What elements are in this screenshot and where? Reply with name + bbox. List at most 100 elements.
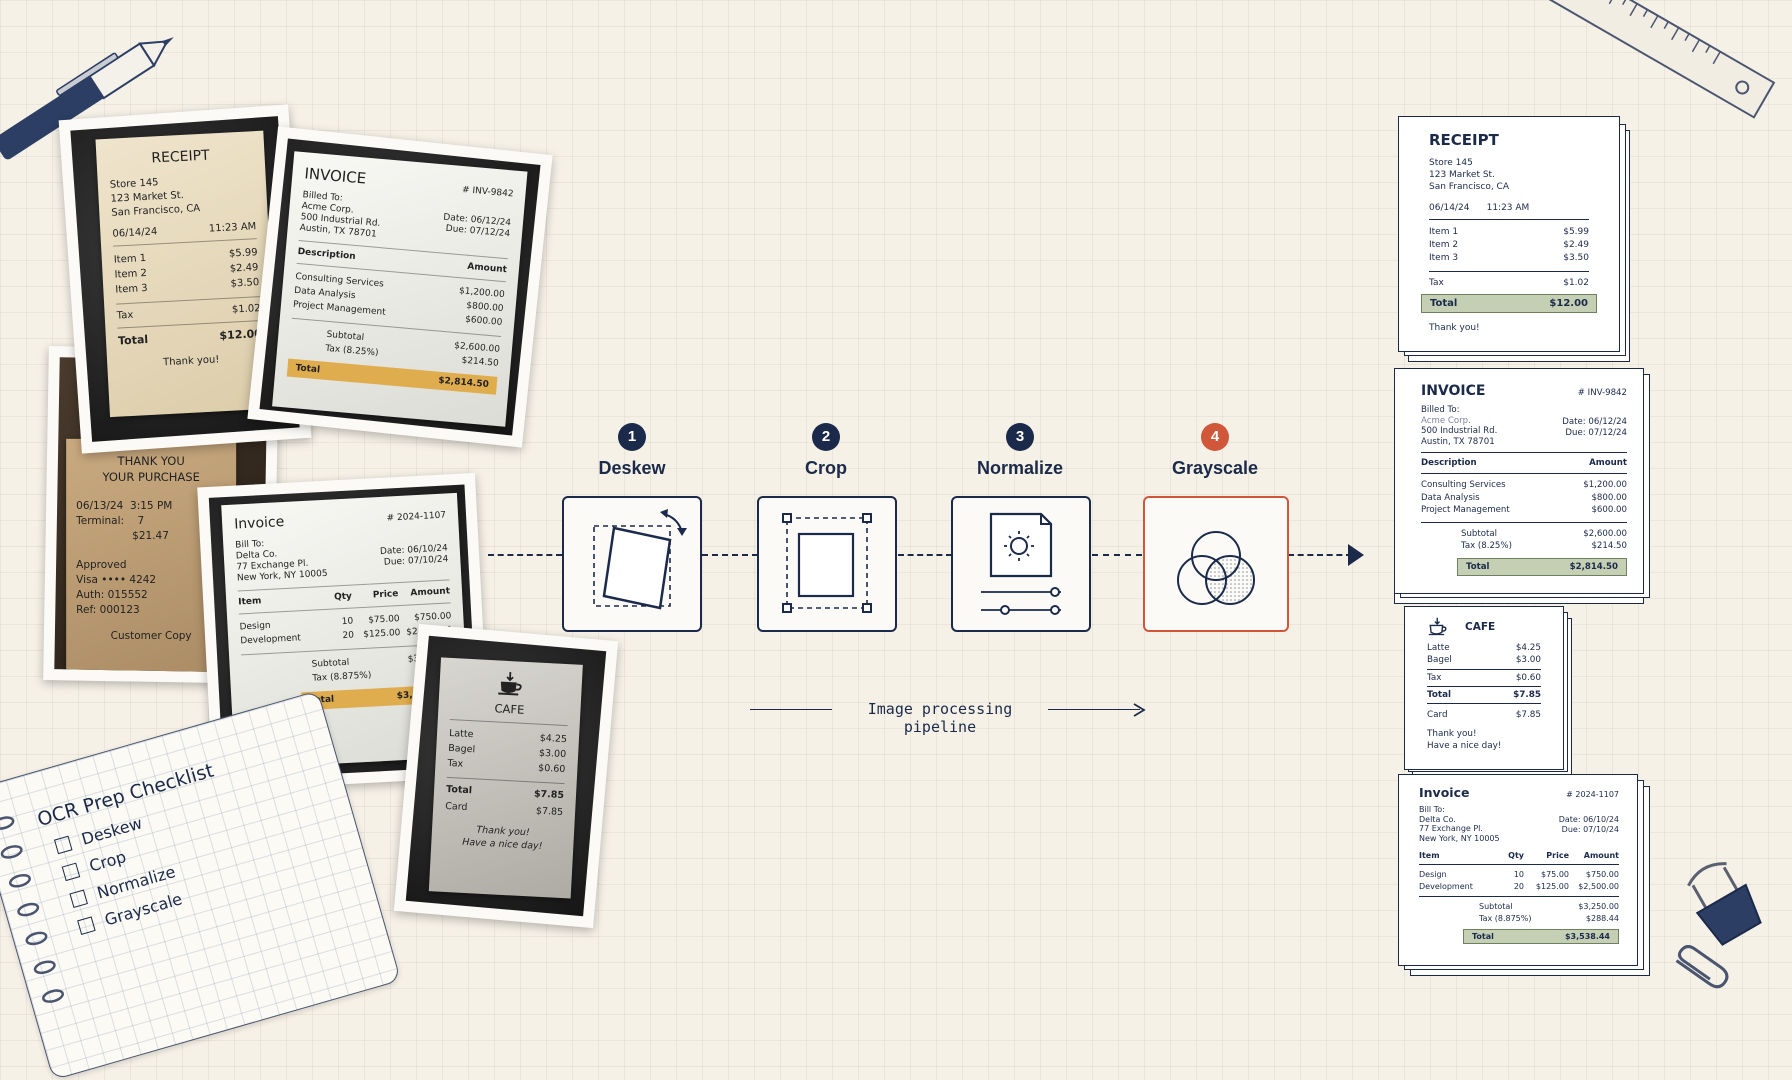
receipt-item-name: Item 3 bbox=[115, 282, 148, 296]
caption-text: Image processing pipeline bbox=[867, 700, 1013, 736]
crop-box[interactable] bbox=[757, 496, 897, 632]
clean-receipt-address1: 123 Market St. bbox=[1429, 170, 1495, 180]
clean-invoice2-line-item: Development bbox=[1419, 881, 1473, 891]
clean-invoice2-tax-label: Tax (8.875%) bbox=[1479, 913, 1532, 923]
clean-receipt-total-label: Total bbox=[1430, 298, 1458, 309]
clean-invoice2-total-label: Total bbox=[1472, 932, 1494, 941]
clean-invoice1-subtotal-label: Subtotal bbox=[1461, 528, 1498, 539]
clean-receipt-total: $12.00 bbox=[1549, 298, 1588, 309]
clean-invoice-2: Invoice# 2024-1107 Bill To: Delta Co. 77… bbox=[1398, 774, 1638, 966]
pipeline-caption: Image processing pipeline bbox=[748, 700, 1148, 736]
clean-invoice1-tax-label: Tax (8.25%) bbox=[1461, 541, 1512, 551]
invoice1-paper: INVOICE# INV-9842 Billed To: Acme Corp. … bbox=[272, 151, 528, 427]
grayscale-box[interactable] bbox=[1143, 496, 1289, 632]
clean-cafe-item-name: Bagel bbox=[1427, 654, 1452, 665]
deskew-icon bbox=[593, 509, 687, 610]
clean-invoice1-title: INVOICE bbox=[1421, 383, 1486, 399]
cafe-total: $7.85 bbox=[533, 788, 565, 802]
invoice1-number: # INV-9842 bbox=[461, 185, 514, 200]
step-grayscale: 4 Grayscale bbox=[1155, 423, 1275, 479]
clean-receipt-title: RECEIPT bbox=[1429, 131, 1499, 149]
invoice1-total-label: Total bbox=[295, 363, 321, 376]
step-number: 3 bbox=[1006, 423, 1034, 451]
receipt-title: RECEIPT bbox=[150, 147, 211, 167]
invoice2-tax-label: Tax (8.875%) bbox=[312, 670, 372, 684]
clean-receipt-item-name: Item 3 bbox=[1429, 253, 1459, 263]
clean-receipt-item-price: $2.49 bbox=[1563, 240, 1589, 250]
cafe-item-price: $4.25 bbox=[539, 732, 568, 746]
invoice1-col-amount: Amount bbox=[466, 261, 508, 276]
cafe-total-label: Total bbox=[445, 783, 473, 797]
binder-clip-icon bbox=[1687, 862, 1762, 946]
clean-invoice2-bill-to: Bill To: bbox=[1419, 805, 1445, 814]
clean-invoice1-line-desc: Data Analysis bbox=[1421, 492, 1480, 503]
clean-invoice2-line-price: $125.00 bbox=[1535, 881, 1569, 891]
clean-invoice1-tax: $214.50 bbox=[1591, 541, 1627, 551]
clean-cafe-title: CAFE bbox=[1465, 621, 1496, 633]
clean-invoice1-col-amount: Amount bbox=[1589, 458, 1627, 468]
clean-invoice2-tax: $288.44 bbox=[1585, 913, 1619, 923]
clean-invoice2-col-qty: Qty bbox=[1508, 851, 1524, 860]
invoice2-line-item: Development bbox=[240, 633, 302, 647]
clean-invoice2-line-amount: $2,500.00 bbox=[1578, 881, 1619, 891]
clean-invoice1-col-desc: Description bbox=[1421, 458, 1477, 468]
cafe-item-price: $3.00 bbox=[538, 747, 567, 761]
clean-receipt-item-price: $5.99 bbox=[1563, 227, 1589, 237]
checkbox[interactable] bbox=[61, 862, 81, 882]
invoice2-col-item: Item bbox=[238, 596, 262, 608]
paperclip-icon bbox=[1675, 945, 1729, 989]
clean-cafe-total-label: Total bbox=[1427, 690, 1452, 700]
clean-invoice2-col-price: Price bbox=[1546, 851, 1569, 860]
step-number: 4 bbox=[1201, 423, 1229, 451]
connector-line bbox=[488, 554, 562, 556]
clean-invoice1-billed-to: Billed To: bbox=[1421, 405, 1460, 415]
checkbox[interactable] bbox=[69, 889, 88, 909]
clean-invoice1-address2: Austin, TX 78701 bbox=[1421, 436, 1495, 447]
checklist-item-label: Crop bbox=[87, 847, 129, 876]
receipt-footer: Thank you! bbox=[162, 354, 220, 369]
caption-line bbox=[1048, 709, 1140, 710]
receipt-tax: $1.02 bbox=[231, 303, 261, 316]
clean-invoice2-line-qty: 10 bbox=[1513, 870, 1524, 879]
clean-invoice2-due: Due: 07/10/24 bbox=[1561, 824, 1619, 834]
receipt-item-name: Item 1 bbox=[113, 252, 147, 266]
thankyou-time: 3:15 PM bbox=[130, 499, 173, 512]
step-normalize: 3 Normalize bbox=[960, 423, 1080, 479]
clean-invoice2-address2: New York, NY 10005 bbox=[1419, 833, 1500, 843]
spiral-binding-icon bbox=[0, 816, 64, 1003]
clean-invoice2-address1: 77 Exchange Pl. bbox=[1419, 824, 1483, 833]
clean-receipt-item-name: Item 1 bbox=[1429, 227, 1459, 237]
clean-invoice1-line-amount: $600.00 bbox=[1591, 505, 1627, 515]
normalize-box[interactable] bbox=[951, 496, 1091, 632]
clean-cafe-footer2: Have a nice day! bbox=[1427, 740, 1502, 751]
invoice1-tax: $214.50 bbox=[461, 355, 500, 369]
step-number: 2 bbox=[812, 423, 840, 451]
clean-invoice1-address1: 500 Industrial Rd. bbox=[1421, 426, 1498, 436]
caption-line bbox=[750, 709, 832, 710]
clean-invoice2-total: $3,538.44 bbox=[1564, 932, 1610, 941]
clean-cafe-total: $7.85 bbox=[1513, 690, 1541, 700]
cafe-item-price: $0.60 bbox=[537, 762, 566, 776]
invoice2-col-qty: Qty bbox=[333, 591, 353, 603]
cafe-item-name: Latte bbox=[448, 727, 474, 741]
clean-invoice-1: INVOICE# INV-9842 Billed To: Acme Corp. … bbox=[1394, 368, 1644, 594]
receipt-time: 11:23 AM bbox=[208, 221, 257, 235]
clean-invoice2-line-amount: $750.00 bbox=[1585, 870, 1619, 879]
clean-invoice2-col-amount: Amount bbox=[1583, 851, 1619, 860]
clean-invoice1-line-amount: $1,200.00 bbox=[1583, 480, 1627, 490]
clean-cafe-item-name: Tax bbox=[1427, 673, 1442, 683]
clean-invoice2-number: # 2024-1107 bbox=[1566, 790, 1619, 799]
checkbox[interactable] bbox=[53, 835, 73, 855]
clean-invoice2-subtotal: $3,250.00 bbox=[1578, 902, 1619, 911]
ruler-icon bbox=[1544, 0, 1776, 119]
coffee-cup-icon bbox=[498, 672, 522, 696]
clean-cafe-card: $7.85 bbox=[1515, 710, 1541, 720]
checkbox[interactable] bbox=[77, 916, 96, 935]
thankyou-line2: YOUR PURCHASE bbox=[102, 469, 200, 484]
arrow-right-icon bbox=[1133, 703, 1146, 717]
deskew-box[interactable] bbox=[562, 496, 702, 632]
clean-invoice2-title: Invoice bbox=[1419, 785, 1470, 800]
receipt-tax-label: Tax bbox=[116, 309, 134, 322]
clean-invoice2-subtotal-label: Subtotal bbox=[1479, 902, 1513, 911]
clean-invoice1-company: Acme Corp. bbox=[1421, 415, 1471, 426]
